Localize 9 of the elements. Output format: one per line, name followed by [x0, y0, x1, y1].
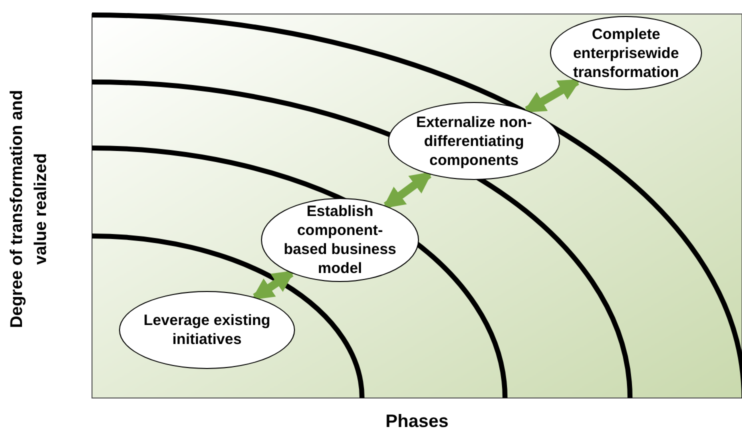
- axis-title: Phases: [385, 411, 449, 431]
- node-label: Externalize non-differentiating components: [415, 112, 533, 170]
- double-arrow: [382, 171, 433, 210]
- double-arrow: [523, 78, 581, 114]
- double-arrow: [252, 270, 295, 301]
- node-label: Complete enterprisewide transformation: [572, 24, 680, 82]
- node-label: Leverage existing initiatives: [142, 311, 272, 349]
- node-label: Establish component-based business model: [282, 202, 398, 278]
- axis-title: Degree of transformation and value realized: [7, 90, 50, 328]
